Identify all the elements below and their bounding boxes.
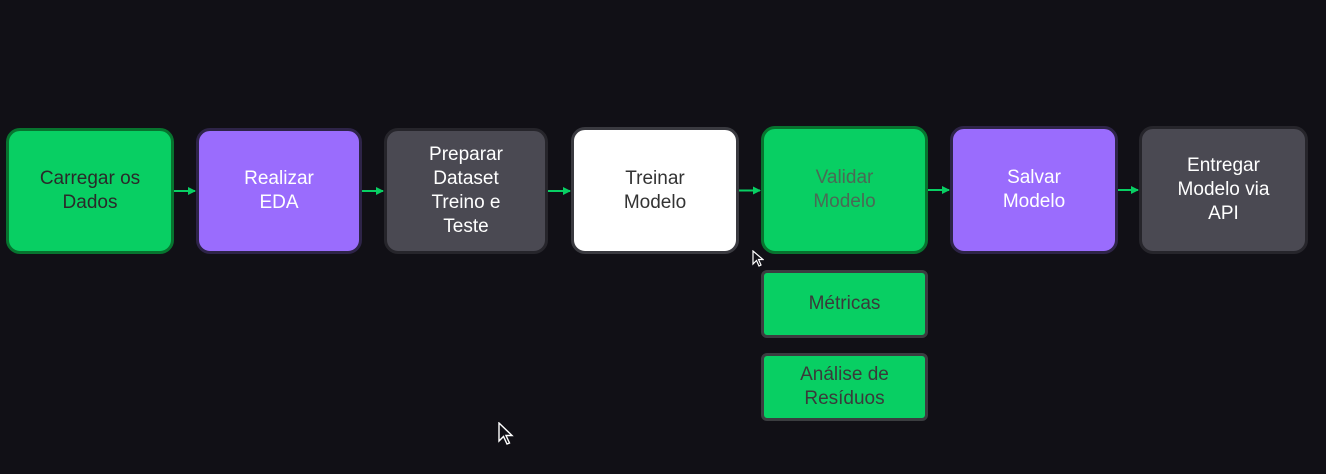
node-load-data: Carregar os Dados [6, 128, 174, 254]
node-metrics: Métricas [761, 270, 928, 338]
node-load-data-label: Carregar os Dados [39, 168, 141, 213]
node-train-model: Treinar Modelo [571, 127, 739, 254]
mouse-cursor-icon [752, 250, 764, 267]
node-deliver-model-label: Entregar Modelo via API [1177, 155, 1270, 224]
node-eda: Realizar EDA [196, 128, 362, 254]
node-validate-model-label: Validar Modelo [813, 167, 876, 212]
node-residuals-label: Análise de Resíduos [800, 364, 889, 409]
node-train-model-label: Treinar Modelo [623, 167, 687, 213]
node-prepare-dataset: Preparar Dataset Treino e Teste [384, 128, 548, 254]
node-deliver-model: Entregar Modelo via API [1139, 126, 1308, 254]
node-save-model: Salvar Modelo [950, 126, 1118, 254]
node-save-model-label: Salvar Modelo [1002, 167, 1066, 212]
node-prepare-dataset-label: Preparar Dataset Treino e Teste [429, 144, 503, 237]
node-residuals: Análise de Resíduos [761, 353, 928, 421]
node-metrics-label: Métricas [808, 293, 881, 314]
mouse-cursor-icon [498, 422, 514, 445]
node-validate-model: Validar Modelo [761, 126, 928, 254]
node-eda-label: Realizar EDA [244, 168, 314, 213]
